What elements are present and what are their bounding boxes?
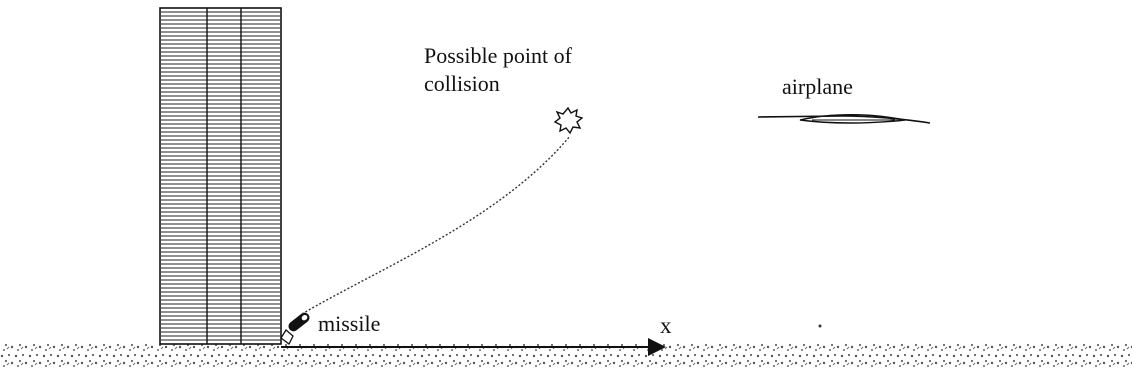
missile-label: missile <box>318 311 381 336</box>
missile-trajectory <box>301 135 571 315</box>
launch-angle-marker <box>280 329 294 345</box>
airplane-label: airplane <box>782 74 853 99</box>
explosion-burst-icon <box>553 106 584 135</box>
airplane-icon <box>757 114 931 124</box>
building <box>159 7 282 345</box>
ground <box>0 342 1132 368</box>
missile-icon <box>288 312 310 332</box>
x-axis-label: x <box>660 313 672 338</box>
collision-point-label: Possible point of collision <box>424 43 572 96</box>
x-axis-arrow <box>281 338 666 356</box>
speck <box>818 324 822 328</box>
